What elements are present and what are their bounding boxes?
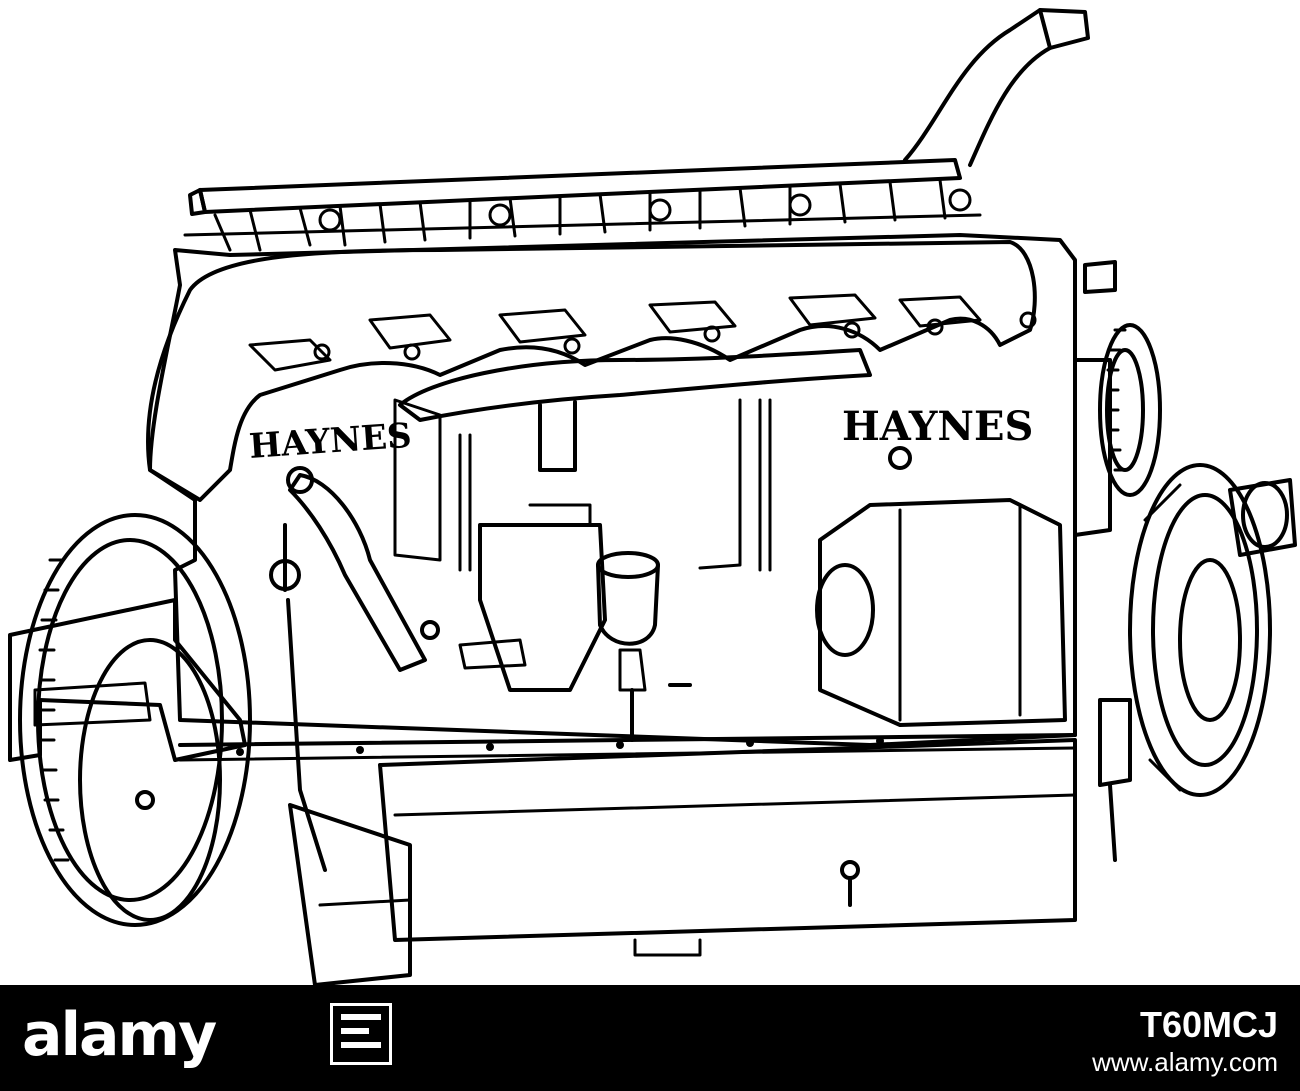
flange-bolts (236, 735, 1014, 756)
exhaust-manifold (146, 240, 1037, 502)
fuel-strainer (596, 551, 692, 742)
footer-meta: T60MCJ www.alamy.com (1092, 1005, 1278, 1079)
exhaust-ports (248, 293, 1037, 372)
filler-pipe (903, 8, 1090, 167)
timing-gear (1098, 323, 1162, 497)
dipstick (283, 523, 327, 872)
alamy-logo: alamy (22, 1000, 217, 1070)
drain-plug (840, 860, 860, 880)
crankcase-flange (178, 733, 1077, 747)
brand-label-right: HAYNES (842, 403, 1033, 450)
engine-drawing: HAYNES HAYNES (8, 8, 1297, 985)
oil-pan (378, 738, 1077, 942)
brand-emblem (888, 446, 912, 470)
magneto (815, 498, 1067, 727)
front-boss (1083, 260, 1117, 294)
oil-filter (288, 803, 412, 985)
breather-pipe (288, 473, 427, 672)
intake-manifold (398, 348, 872, 422)
cylinder-panels (393, 398, 772, 572)
engine-illustration: HAYNES HAYNES (8, 8, 1297, 985)
watermark-footer: alamy T60MCJ www.alamy.com (0, 985, 1300, 1091)
alamy-logo-mark-icon (330, 1003, 392, 1065)
image-id: T60MCJ (1139, 1004, 1278, 1045)
top-rail (198, 158, 962, 214)
valve-cluster (183, 178, 982, 252)
brand-label-left: HAYNES (248, 416, 413, 467)
cylinder-block (148, 233, 1077, 747)
water-pump (1098, 463, 1297, 862)
site-url: www.alamy.com (1092, 1047, 1278, 1077)
carburetor (420, 503, 607, 692)
flywheel-guard (8, 598, 247, 762)
